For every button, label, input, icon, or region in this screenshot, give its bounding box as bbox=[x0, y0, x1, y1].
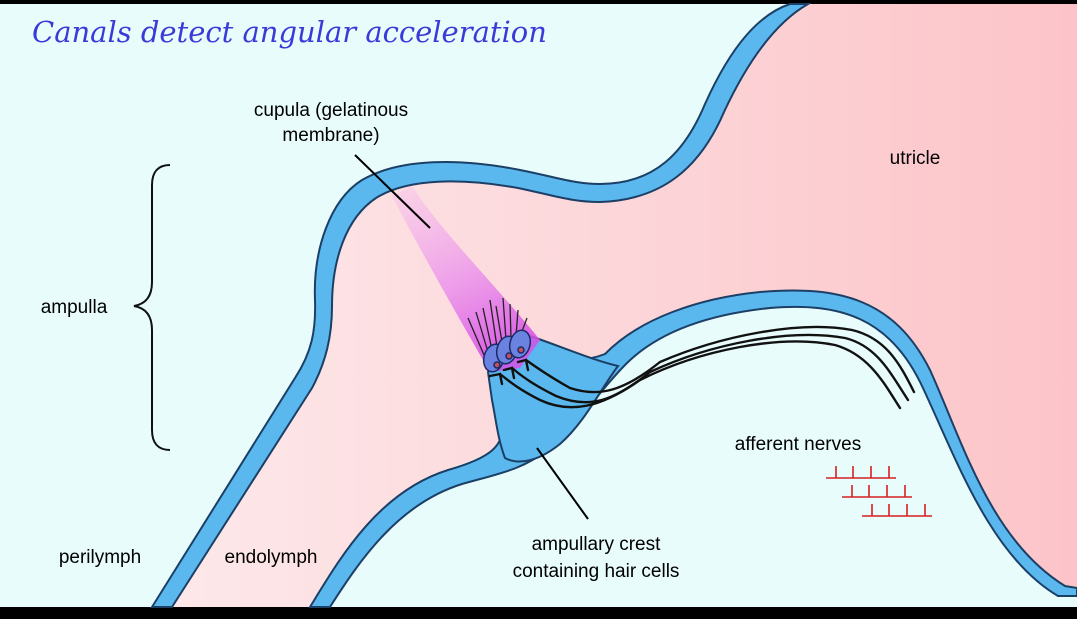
perilymph-label: perilymph bbox=[59, 547, 141, 568]
ampulla-brace bbox=[133, 164, 171, 451]
endolymph-region bbox=[170, 4, 1077, 607]
outer-membranous-wall bbox=[150, 3, 812, 608]
endolymph-label: endolymph bbox=[225, 547, 318, 568]
utricle-label: utricle bbox=[890, 148, 941, 169]
cupula-label-line1: cupula (gelatinous bbox=[254, 100, 408, 121]
ampulla-label: ampulla bbox=[41, 297, 108, 318]
cupula bbox=[392, 186, 540, 372]
top-border bbox=[0, 0, 1077, 4]
afferent-nerve-fibres bbox=[488, 325, 916, 410]
hair-cell-3 bbox=[508, 329, 532, 359]
stereocilia bbox=[467, 297, 528, 356]
crest-label-line1: ampullary crest bbox=[532, 534, 662, 555]
crest-label-line2: containing hair cells bbox=[513, 561, 680, 582]
hair-cells bbox=[482, 329, 532, 373]
bottom-border bbox=[0, 607, 1077, 619]
diagram-title: Canals detect angular acceleration bbox=[32, 15, 547, 49]
cupula-label-line2: membrane) bbox=[282, 125, 379, 146]
cupula-leader-line bbox=[354, 154, 431, 229]
bony-labyrinth-marks bbox=[826, 466, 932, 517]
afferent-nerves-label: afferent nerves bbox=[735, 434, 861, 455]
crest-leader-line bbox=[536, 447, 589, 520]
